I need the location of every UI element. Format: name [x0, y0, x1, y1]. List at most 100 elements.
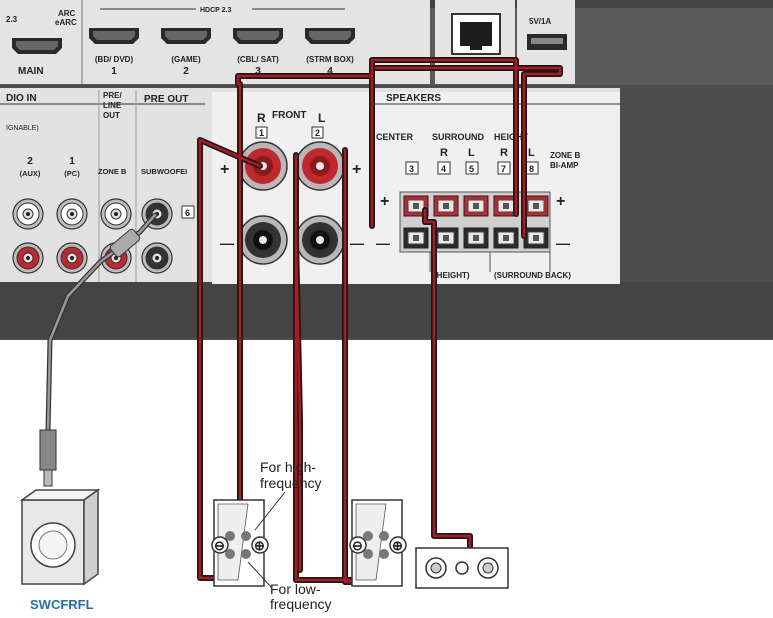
height-sub-label: (HEIGHT) — [434, 271, 470, 280]
hdmi-input-name: (CBL/ SAT) — [237, 55, 279, 64]
pc-red-jack — [56, 242, 88, 274]
panel-bottom-strip — [0, 282, 773, 338]
front-l-number: 2 — [315, 128, 320, 138]
high-freq-line1: For high- — [260, 459, 316, 475]
subwoofer-number: 6 — [185, 208, 190, 218]
usb-power-label: 5V/1A — [529, 17, 551, 26]
audio-input-name: (PC) — [64, 169, 80, 178]
front-minus-left: — — [220, 235, 234, 251]
hdmi-input-name: (GAME) — [171, 55, 201, 64]
zone-b-biamp-2: BI-AMP — [550, 161, 579, 170]
rca-plug — [39, 228, 141, 487]
earc-label: eARC — [55, 18, 77, 27]
channel-number: 8 — [529, 164, 534, 174]
front-l-label: L — [318, 111, 325, 125]
zone-b-biamp-1: ZONE B — [550, 151, 580, 160]
channels-plus-left: + — [380, 193, 389, 210]
zone-b-label: ZONE B — [98, 167, 127, 176]
height-label: HEIGHT — [494, 132, 529, 142]
surround-r-label: R — [440, 147, 448, 159]
height-r-label: R — [500, 147, 508, 159]
hdmi-input-number: 2 — [183, 66, 189, 77]
hdmi-input-number: 3 — [255, 66, 261, 77]
arc-label: ARC — [58, 9, 76, 18]
audio-input-name: (AUX) — [20, 169, 41, 178]
usb-port — [527, 34, 567, 50]
subwoofer-cable — [45, 212, 158, 433]
surround-back-label: (SURROUND BACK) — [494, 271, 571, 280]
lan-port — [451, 13, 501, 55]
hdmi-input-number: 1 — [111, 66, 117, 77]
hdmi-input-name: (BD/ DVD) — [95, 55, 134, 64]
assignable-label: IGNABLE) — [6, 125, 39, 132]
svg-text:⊕: ⊕ — [392, 538, 403, 553]
front-plus-right: + — [352, 161, 361, 178]
subwoofer-icon — [19, 488, 101, 586]
low-freq-pointer — [247, 561, 273, 589]
channel-number: 3 — [409, 164, 414, 174]
surround-label: SURROUND — [432, 132, 485, 142]
front-l-minus-terminal — [295, 215, 345, 265]
channels-minus-right: — — [556, 235, 570, 251]
surround-l-label: L — [468, 147, 475, 159]
front-r-number: 1 — [259, 128, 264, 138]
pre-line-out-3: OUT — [103, 111, 120, 120]
low-freq-line2: frequency — [270, 596, 331, 612]
audio-input-number: 2 — [27, 156, 33, 167]
push-terminal-5-minus — [523, 227, 549, 249]
pc-white-jack — [56, 198, 88, 230]
channel-number: 4 — [441, 164, 446, 174]
center-label: CENTER — [376, 132, 414, 142]
svg-text:⊕: ⊕ — [254, 538, 265, 553]
push-terminal-1-minus — [403, 227, 429, 249]
high-freq-pointer — [254, 491, 286, 531]
svg-text:⊖: ⊖ — [352, 538, 363, 553]
aux-red-jack — [12, 242, 44, 274]
front-l-speaker-terminal: ⊖ ⊕ — [349, 499, 407, 587]
pre-line-out-1: PRE/ — [103, 91, 122, 100]
front-r-label: R — [257, 111, 266, 125]
push-terminal-4-minus — [493, 227, 519, 249]
pre-out-header: PRE OUT — [144, 94, 188, 105]
push-terminal-3-minus — [463, 227, 489, 249]
front-l-plus-terminal — [295, 141, 345, 191]
hdmi-input-port-1 — [89, 28, 139, 44]
hdmi-input-port-3 — [233, 28, 283, 44]
zone-b-white-jack — [100, 198, 132, 230]
svg-text:⊖: ⊖ — [214, 538, 225, 553]
push-terminal-2-plus — [433, 195, 459, 217]
height-l-label: L — [528, 147, 535, 159]
front-plus-left: + — [220, 161, 229, 178]
pre-line-out-2: LINE — [103, 101, 122, 110]
speakers-header: SPEAKERS — [386, 93, 441, 104]
channels-minus-left: — — [376, 235, 390, 251]
channels-plus-right: + — [556, 193, 565, 210]
hdmi-main-label: MAIN — [18, 66, 44, 77]
push-terminal-5-plus — [523, 195, 549, 217]
audio-input-number: 1 — [69, 156, 75, 167]
low-freq-line1: For low- — [270, 581, 321, 597]
hdmi-input-name: (STRM BOX) — [306, 55, 354, 64]
hdmi-input-port-2 — [161, 28, 211, 44]
front-r-speaker-terminal: ⊖ ⊕ — [211, 499, 269, 587]
hdmi-out-port — [12, 38, 62, 54]
subwoofer-jack-2 — [141, 242, 173, 274]
front-minus-right: — — [350, 235, 364, 251]
center-speaker-terminal — [415, 547, 509, 589]
high-freq-line2: frequency — [260, 475, 321, 491]
push-terminal-1-plus — [403, 195, 429, 217]
front-r-minus-terminal — [238, 215, 288, 265]
push-terminal-3-plus — [463, 195, 489, 217]
arc-small-label: 2.3 — [6, 15, 18, 24]
subwoofer-model-label: SWCFRFL — [30, 597, 94, 612]
aux-white-jack — [12, 198, 44, 230]
front-title: FRONT — [272, 110, 306, 121]
subwoofer-header: SUBWOOFEI — [141, 167, 187, 176]
hdmi-input-port-4 — [305, 28, 355, 44]
push-terminal-2-minus — [433, 227, 459, 249]
hdcp-label: HDCP 2.3 — [200, 7, 231, 14]
hdmi-panel — [0, 0, 430, 84]
channel-number: 5 — [469, 164, 474, 174]
hdmi-input-number: 4 — [327, 66, 333, 77]
